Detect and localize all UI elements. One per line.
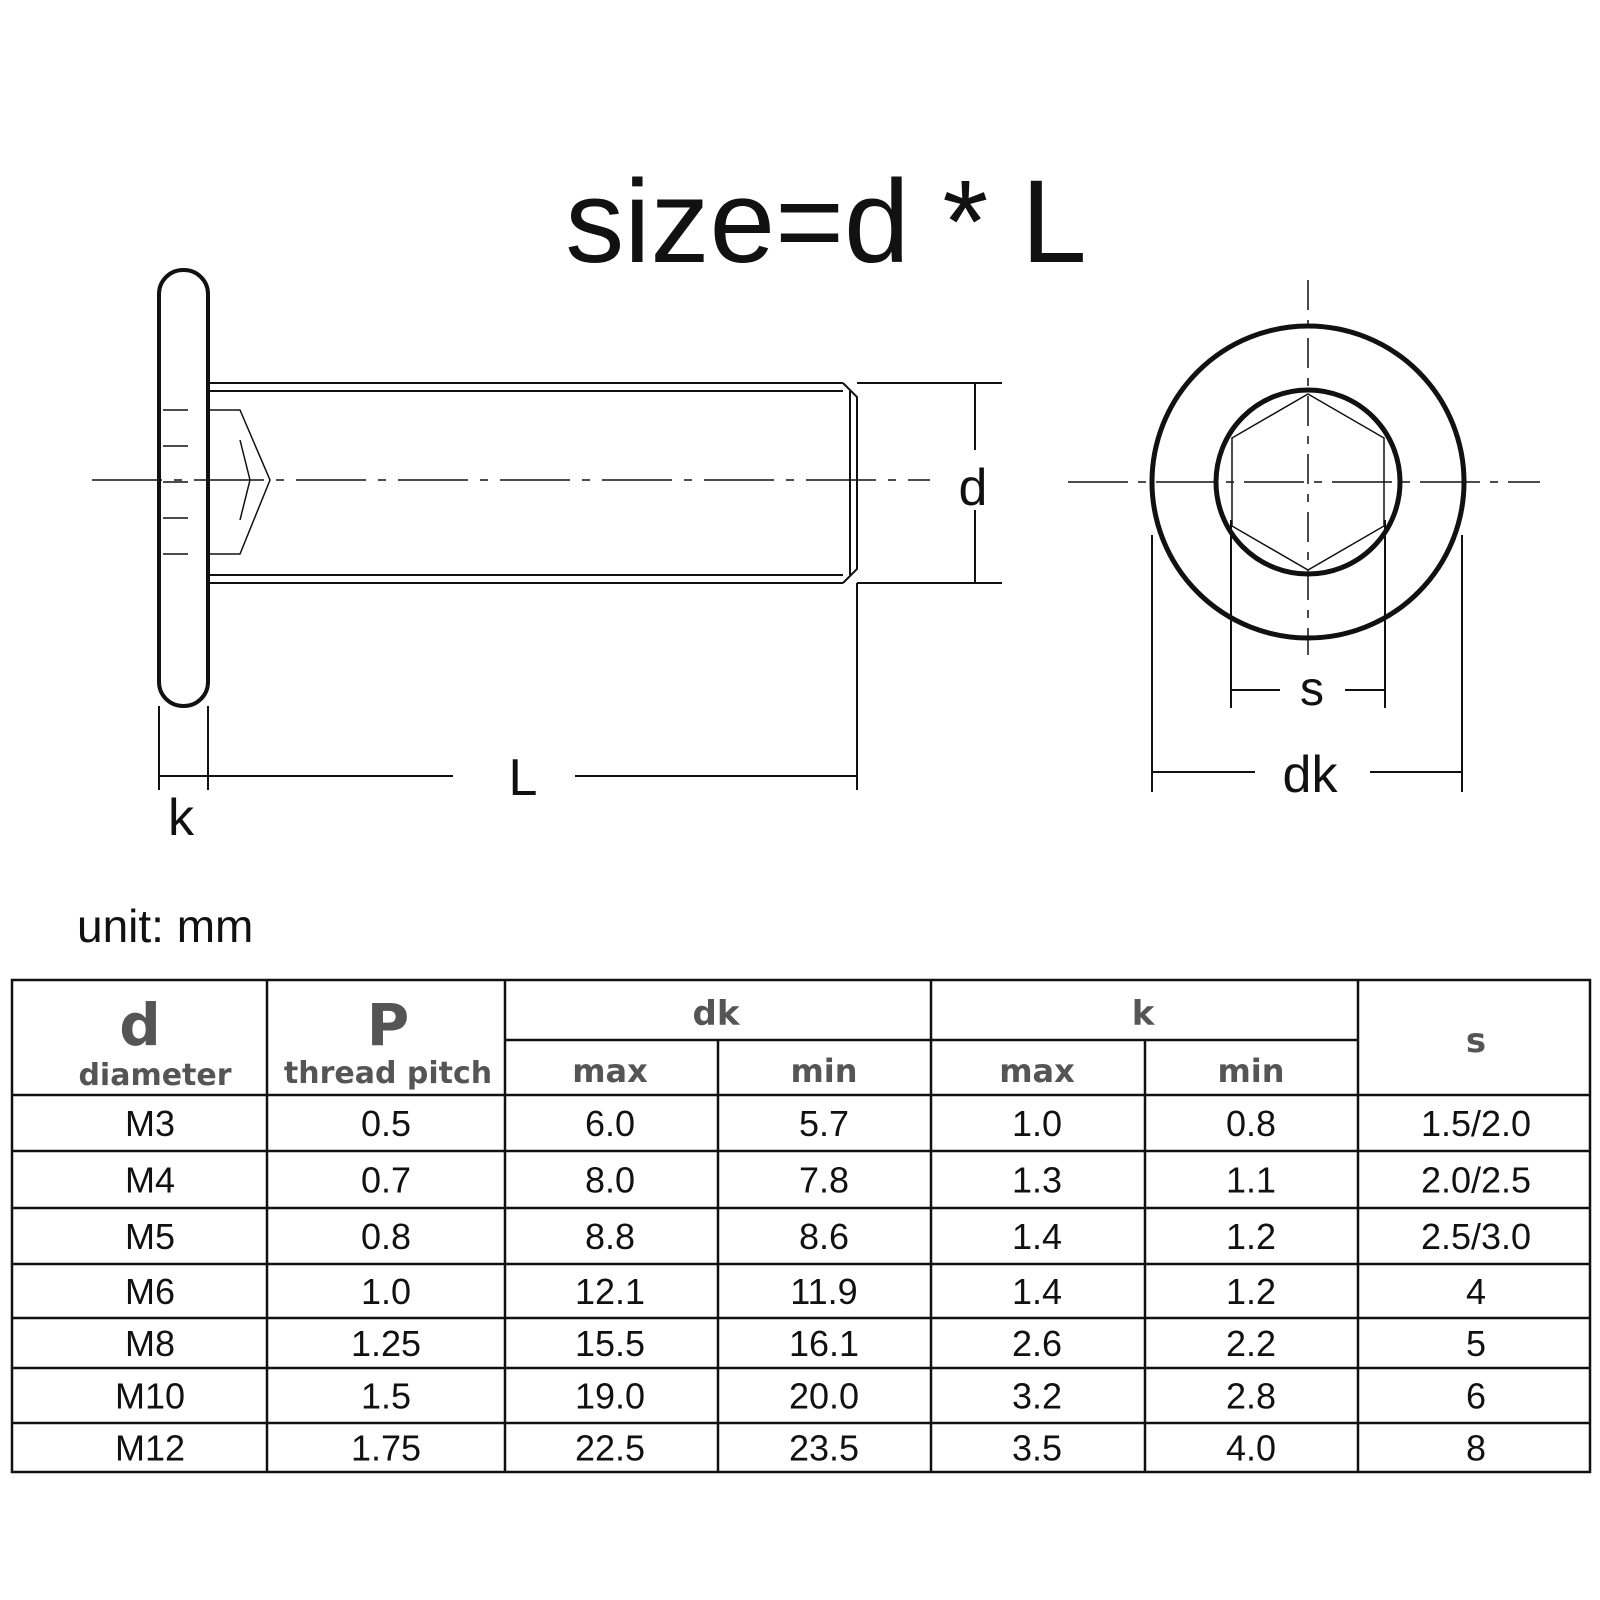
table-row: M12 1.75 22.5 23.5 3.5 4.0 8 [115,1428,1486,1469]
size-formula-title: size=d * L [565,156,1087,288]
table-row: M6 1.0 12.1 11.9 1.4 1.2 4 [125,1271,1486,1312]
cell-s: 2.5/3.0 [1421,1216,1531,1257]
cell-diameter: M3 [125,1103,175,1144]
cell-pitch: 1.5 [361,1376,411,1417]
cell-pitch: 0.8 [361,1216,411,1257]
L-label: L [509,749,538,807]
header-dk-min: min [790,1052,857,1090]
table-row: M10 1.5 19.0 20.0 3.2 2.8 6 [115,1376,1486,1417]
cell-dk-min: 8.6 [799,1216,849,1257]
cell-dk-max: 8.8 [585,1216,635,1257]
cell-s: 1.5/2.0 [1421,1103,1531,1144]
cell-k-max: 3.2 [1012,1376,1062,1417]
header-dk-max: max [572,1052,648,1090]
cell-dk-min: 16.1 [789,1323,859,1364]
unit-label: unit: mm [77,900,253,952]
k-label: k [168,789,195,847]
header-p-sub: thread pitch [284,1056,492,1091]
screw-end-view: s dk [1068,280,1540,804]
cell-dk-min: 5.7 [799,1103,849,1144]
header-k-min: min [1217,1052,1284,1090]
screw-side-view: d L k [92,268,1002,847]
cell-dk-max: 19.0 [575,1376,645,1417]
cell-k-min: 2.2 [1226,1323,1276,1364]
cell-k-max: 3.5 [1012,1428,1062,1469]
s-dimension [1230,520,1386,708]
d-dimension [857,382,1002,584]
cell-diameter: M10 [115,1376,185,1417]
cell-k-max: 1.4 [1012,1271,1062,1312]
cell-diameter: M12 [115,1428,185,1469]
header-d: d [119,991,161,1059]
cell-k-max: 2.6 [1012,1323,1062,1364]
cell-s: 5 [1466,1323,1486,1364]
cell-pitch: 0.7 [361,1160,411,1201]
cell-diameter: M4 [125,1160,175,1201]
header-s: s [1466,1021,1486,1061]
cell-k-min: 1.2 [1226,1271,1276,1312]
cell-k-min: 4.0 [1226,1428,1276,1469]
dk-label: dk [1283,746,1339,804]
table-row: M3 0.5 6.0 5.7 1.0 0.8 1.5/2.0 [125,1103,1531,1144]
head-ticks [163,409,188,555]
table-row: M5 0.8 8.8 8.6 1.4 1.2 2.5/3.0 [125,1216,1531,1257]
cell-diameter: M8 [125,1323,175,1364]
header-dk: dk [693,994,741,1034]
cell-k-min: 2.8 [1226,1376,1276,1417]
cell-diameter: M5 [125,1216,175,1257]
cell-dk-max: 15.5 [575,1323,645,1364]
cell-s: 6 [1466,1376,1486,1417]
header-k: k [1132,994,1156,1034]
cell-dk-min: 20.0 [789,1376,859,1417]
cell-dk-max: 8.0 [585,1160,635,1201]
s-label: s [1300,663,1324,716]
cell-dk-min: 23.5 [789,1428,859,1469]
socket-circle [1213,387,1403,577]
cell-pitch: 0.5 [361,1103,411,1144]
d-label: d [959,459,988,517]
cell-k-max: 1.0 [1012,1103,1062,1144]
cell-k-min: 1.2 [1226,1216,1276,1257]
cell-dk-min: 7.8 [799,1160,849,1201]
cell-pitch: 1.25 [351,1323,421,1364]
cell-pitch: 1.0 [361,1271,411,1312]
cell-dk-max: 6.0 [585,1103,635,1144]
cell-dk-max: 12.1 [575,1271,645,1312]
hex-socket-icon [1231,393,1385,571]
table-row: M4 0.7 8.0 7.8 1.3 1.1 2.0/2.5 [125,1160,1531,1201]
cell-diameter: M6 [125,1271,175,1312]
header-d-sub: diameter [78,1058,231,1093]
cell-k-max: 1.3 [1012,1160,1062,1201]
cell-dk-min: 11.9 [790,1271,857,1312]
screw-shank [208,382,858,584]
hex-socket-profile [208,409,271,555]
header-p: P [367,991,410,1059]
cell-k-min: 0.8 [1226,1103,1276,1144]
cell-s: 8 [1466,1428,1486,1469]
cell-k-max: 1.4 [1012,1216,1062,1257]
screw-head [157,268,210,708]
head-outer-circle [1149,323,1467,641]
cell-pitch: 1.75 [351,1428,421,1469]
cell-s: 2.0/2.5 [1421,1160,1531,1201]
L-dimension [158,583,858,790]
cell-dk-max: 22.5 [575,1428,645,1469]
dimension-table: d diameter P thread pitch dk k s max min… [10,978,1592,1474]
table-row: M8 1.25 15.5 16.1 2.6 2.2 5 [125,1323,1486,1364]
header-k-max: max [999,1052,1075,1090]
dk-dimension [1151,535,1463,792]
cell-s: 4 [1466,1271,1486,1312]
cell-k-min: 1.1 [1226,1160,1276,1201]
